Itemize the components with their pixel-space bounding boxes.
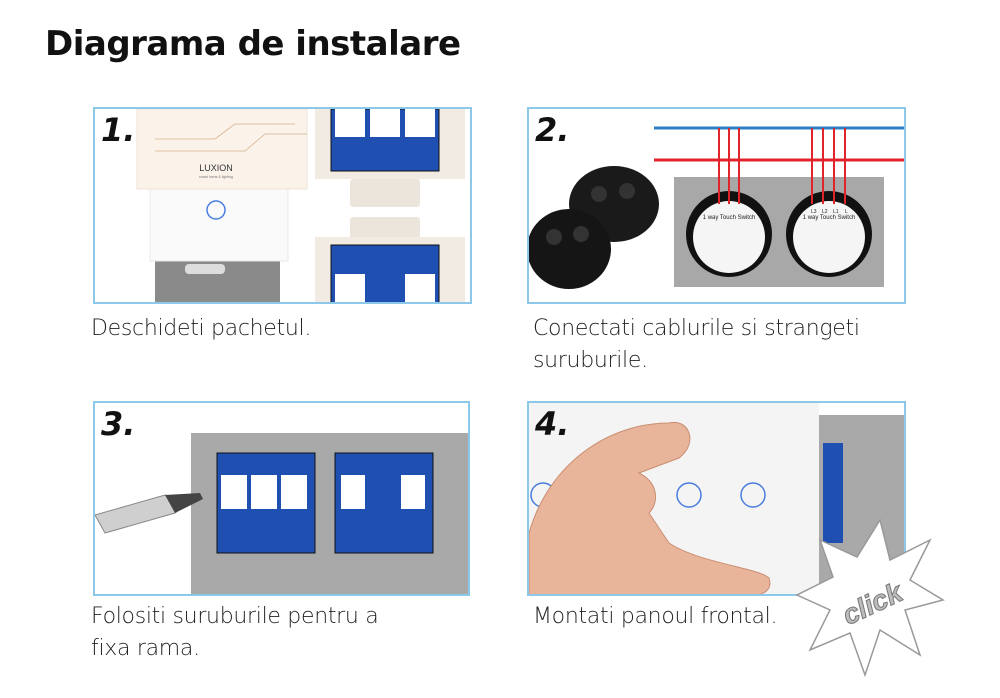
glass-panel <box>149 188 289 262</box>
step-3-panel: 3. <box>93 401 470 596</box>
luxion-logo: LUXION <box>199 163 233 173</box>
frame-screws-illustration <box>95 433 468 594</box>
touch-button-icon <box>206 200 226 220</box>
svg-text:L1: L1 <box>833 209 839 215</box>
step-number: 4. <box>535 405 570 443</box>
step-2-panel: 2. 1 way Touch Switch L3 L2 L1 L 1 way T… <box>527 107 906 304</box>
page-title: Diagrama de instalare <box>45 24 461 64</box>
switch-module-right: L3 L2 L1 L 1 way Touch Switch <box>786 128 872 277</box>
svg-text:smart home & lighting: smart home & lighting <box>199 175 233 179</box>
step-number: 2. <box>535 111 570 149</box>
svg-text:L2: L2 <box>822 209 828 215</box>
step-2-caption: Conectati cablurile si strangeti surubur… <box>533 316 860 373</box>
step-1-panel: 1. LUXION smart home & lighting <box>93 107 472 304</box>
step-number: 3. <box>101 405 136 443</box>
svg-text:1 way Touch Switch: 1 way Touch Switch <box>803 215 856 221</box>
step-1-caption: Deschideti pachetul. <box>91 316 312 341</box>
svg-text:L: L <box>845 209 848 215</box>
switch-module-left: 1 way Touch Switch <box>686 128 772 277</box>
step-4-caption: Montati panoul frontal. <box>533 604 778 629</box>
package-box <box>136 109 308 190</box>
step-number: 1. <box>101 111 136 149</box>
front-panel-illustration <box>529 403 904 594</box>
wiring-illustration: 1 way Touch Switch L3 L2 L1 L 1 way Touc… <box>529 126 904 289</box>
step-3-caption: Folositi suruburile pentru a fixa rama. <box>91 604 379 661</box>
svg-text:L3: L3 <box>811 209 817 215</box>
hand-image <box>529 421 771 594</box>
svg-text:1 way Touch Switch: 1 way Touch Switch <box>703 215 756 221</box>
starburst-shape <box>795 518 945 678</box>
open-package-illustration: LUXION smart home & lighting <box>136 109 465 302</box>
wall-boxes <box>529 166 659 289</box>
click-badge: click <box>795 518 945 678</box>
